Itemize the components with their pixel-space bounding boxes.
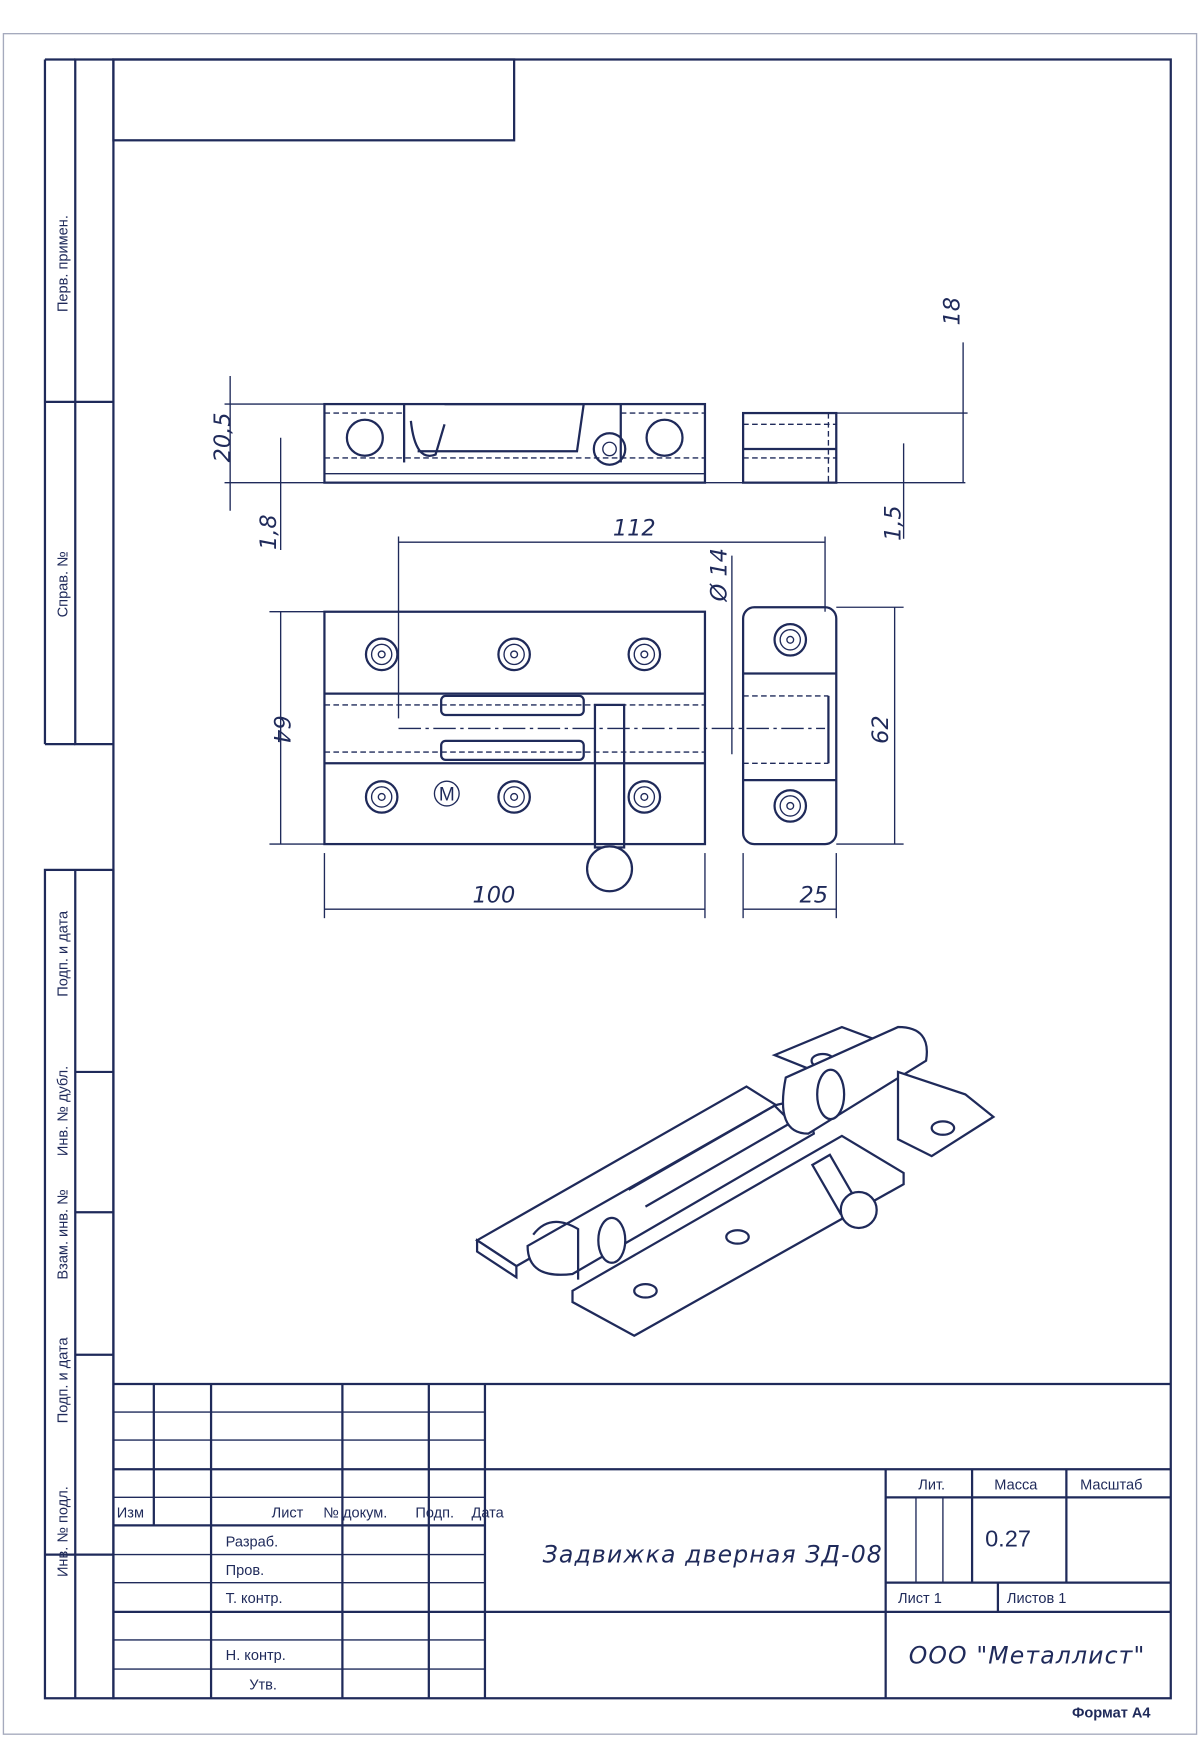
side-strip-labels: Перв. примен. Справ. № Подп. и дата Инв.… [55,215,71,1577]
dim-64: 64 [268,715,294,744]
hole-mark [640,792,649,801]
hole-mark [370,643,393,666]
hole-mark [510,650,519,659]
hole-mark [510,792,519,801]
hole-mark [640,650,649,659]
dim-112: 112 [613,515,656,541]
mass-value: 0.27 [985,1526,1031,1552]
label-podp-data-2: Подп. и дата [55,1336,71,1423]
mounting-holes [364,622,808,823]
company-name: ООО "Металлист" [909,1641,1146,1669]
title-block [113,1382,1171,1699]
mark-m: M [439,784,455,805]
role-utv: Утв. [249,1677,277,1693]
label-perv-primen: Перв. примен. [55,215,71,312]
header-data: Дата [471,1506,504,1522]
hole-mark [627,780,662,814]
dim-phi-14: Ø 14 [706,548,732,602]
label-sprav-no: Справ. № [55,551,71,617]
hole-mark [364,780,399,814]
header-izm: Изм [117,1506,144,1522]
hole-mark [633,786,656,808]
hole-mark [377,650,386,659]
label-massa: Масса [994,1477,1038,1493]
label-podp-data-1: Подп. и дата [55,910,71,997]
role-t-kontr: Т. контр. [226,1591,283,1607]
hole-mark [786,801,795,810]
hole-mark [779,629,802,651]
label-inv-dubl: Инв. № дубл. [55,1066,71,1156]
dim-100: 100 [473,882,516,908]
hole-mark [497,637,531,672]
sheet-number: Лист 1 [898,1591,942,1607]
hole-mark [370,786,393,808]
label-inv-podl: Инв. № подл. [55,1486,71,1577]
hole-mark [377,792,386,801]
dim-1-5: 1,5 [880,505,906,541]
hole-mark [497,780,531,814]
sheet-edge [2,33,1198,1735]
plan-view: M [269,536,904,919]
header-n-dokum: № докум. [323,1506,387,1522]
bolt-knob [585,845,634,893]
dim-62: 62 [868,715,894,744]
label-vzam-inv: Взам. инв. № [55,1189,71,1279]
label-lit: Лит. [918,1477,945,1493]
hole-mark [786,635,795,644]
role-n-kontr: Н. контр. [226,1648,286,1664]
drawing-title: Задвижка дверная ЗД-08 [543,1540,883,1568]
hole-mark [364,637,399,672]
front-view [224,342,968,550]
sheets-total: Листов 1 [1007,1591,1067,1607]
title-block-text: Изм Лист № докум. Подп. Дата Разраб. Про… [117,1477,1152,1721]
frame [43,58,1172,1700]
hole-mark [773,789,808,823]
label-masshtab: Масштаб [1080,1477,1142,1493]
role-prov: Пров. [226,1563,265,1579]
role-razrab: Разраб. [226,1535,278,1551]
hole-mark [633,643,656,666]
hole-mark [779,795,802,817]
hole-mark [773,622,808,657]
dim-25: 25 [800,882,829,908]
hole-mark [503,786,525,808]
dim-1-8: 1,8 [256,514,282,550]
format-label: Формат А4 [1072,1705,1151,1721]
hole-mark [627,637,662,672]
top-left-box [112,58,516,142]
dim-18: 18 [940,297,966,326]
hole-mark [503,643,525,666]
header-podp: Подп. [415,1506,454,1522]
header-list: Лист [272,1506,304,1522]
isometric-view [474,1025,996,1337]
dim-20-5: 20,5 [210,412,236,462]
